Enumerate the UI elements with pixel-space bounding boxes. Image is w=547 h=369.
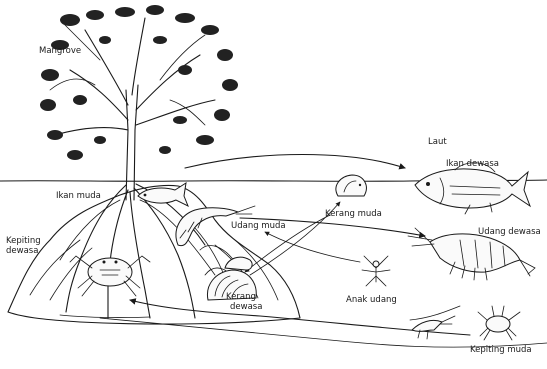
label-udang-muda: Udang muda [231,221,286,231]
label-kerang-muda: Kerang muda [325,209,382,219]
label-ikan-muda: Ikan muda [56,191,101,201]
label-udang-dewasa: Udang dewasa [478,227,541,237]
young-clam-icon [336,175,366,196]
label-mangrove: Mangrove [39,46,81,56]
label-kerang-dewasa-line1: Kerang [226,292,256,302]
adult-fish-icon [415,163,530,214]
label-ikan-dewasa: Ikan dewasa [446,159,499,169]
label-anak-udang: Anak udang [346,295,397,305]
young-shrimp-floor-icon [412,316,455,339]
label-kepiting-muda: Kepiting muda [470,345,532,355]
label-kepiting-dewasa-line2: dewasa [6,246,38,256]
label-kerang-dewasa-line2: dewasa [230,302,262,312]
adult-crab-icon [70,256,150,296]
label-laut: Laut [428,137,447,147]
label-kepiting-dewasa-line1: Kepiting [6,236,41,246]
young-crab-icon [478,306,520,340]
shrimp-larva-icon [362,256,390,286]
